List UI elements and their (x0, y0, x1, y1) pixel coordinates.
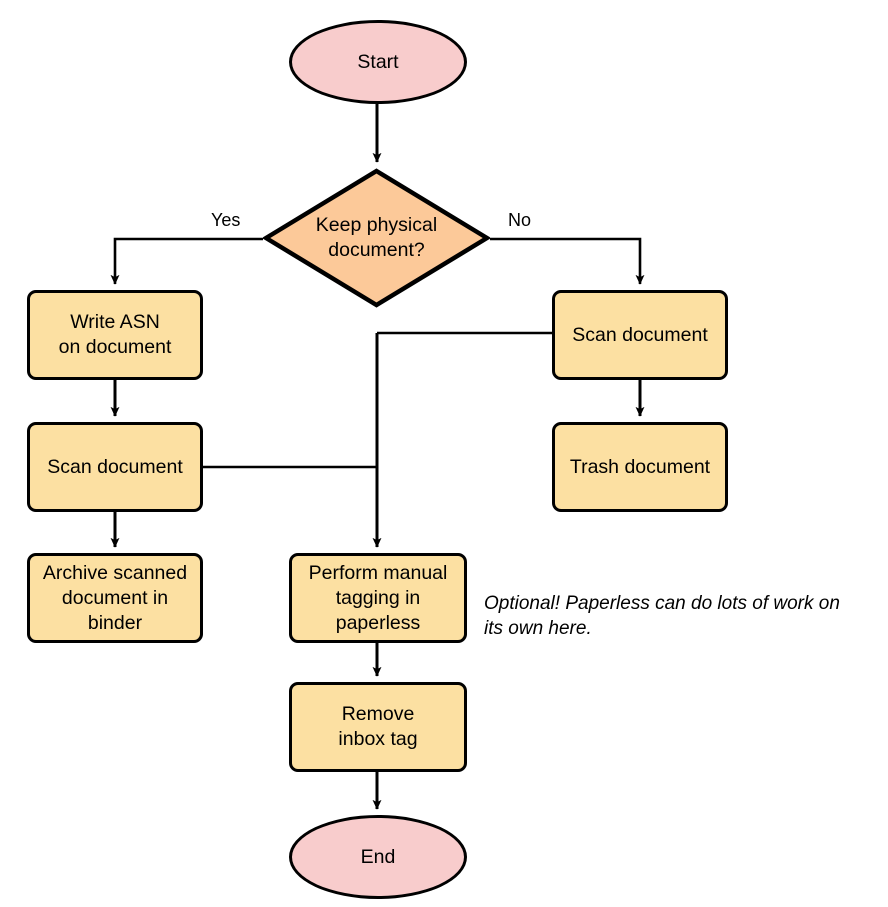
node-end-label: End (360, 845, 396, 868)
node-archive-line2: document in (61, 586, 169, 609)
node-scan-document-left[interactable]: Scan document (27, 422, 203, 512)
node-remove-inbox-line2: inbox tag (338, 728, 418, 750)
node-start[interactable]: Start (289, 20, 467, 104)
annotation-optional-note: Optional! Paperless can do lots of work … (484, 591, 884, 641)
node-decision-keep-physical-document[interactable]: Keep physical document? (263, 168, 490, 308)
node-write-asn-on-document[interactable]: Write ASN on document (27, 290, 203, 380)
node-remove-inbox-line1: Remove (341, 703, 415, 725)
node-archive-scanned-document[interactable]: Archive scanned document in binder (27, 553, 203, 643)
node-decision-label-line2: document? (328, 239, 425, 261)
node-archive-line3: binder (87, 611, 143, 634)
node-start-label: Start (357, 50, 399, 73)
node-end[interactable]: End (289, 815, 467, 899)
node-decision-label: Keep physical document? (263, 168, 490, 308)
node-tagging-line3: paperless (335, 611, 421, 634)
annotation-optional-note-line2: its own here. (484, 618, 592, 639)
node-scan-document-left-label: Scan document (47, 455, 183, 478)
node-perform-manual-tagging[interactable]: Perform manual tagging in paperless (289, 553, 467, 643)
node-write-asn-line2: on document (58, 336, 172, 358)
edge-label-yes: Yes (211, 210, 241, 230)
edge-label-no: No (508, 210, 532, 230)
node-trash-document-label: Trash document (569, 455, 711, 478)
decision-shape (263, 168, 490, 308)
node-scan-document-right-label: Scan document (572, 323, 708, 346)
node-write-asn-line1: Write ASN (70, 311, 160, 333)
node-decision-label-line1: Keep physical (315, 214, 438, 236)
node-tagging-line2: tagging in (335, 586, 421, 609)
node-trash-document[interactable]: Trash document (552, 422, 728, 512)
node-remove-inbox-tag[interactable]: Remove inbox tag (289, 682, 467, 772)
node-scan-document-right[interactable]: Scan document (552, 290, 728, 380)
edge-no-to-scan-right (490, 237, 645, 285)
annotation-optional-note-line1: Optional! Paperless can do lots of work … (484, 593, 840, 614)
edge-yes-to-write-asn (110, 237, 263, 285)
node-tagging-line1: Perform manual (308, 561, 448, 584)
node-archive-line1: Archive scanned (42, 561, 188, 584)
